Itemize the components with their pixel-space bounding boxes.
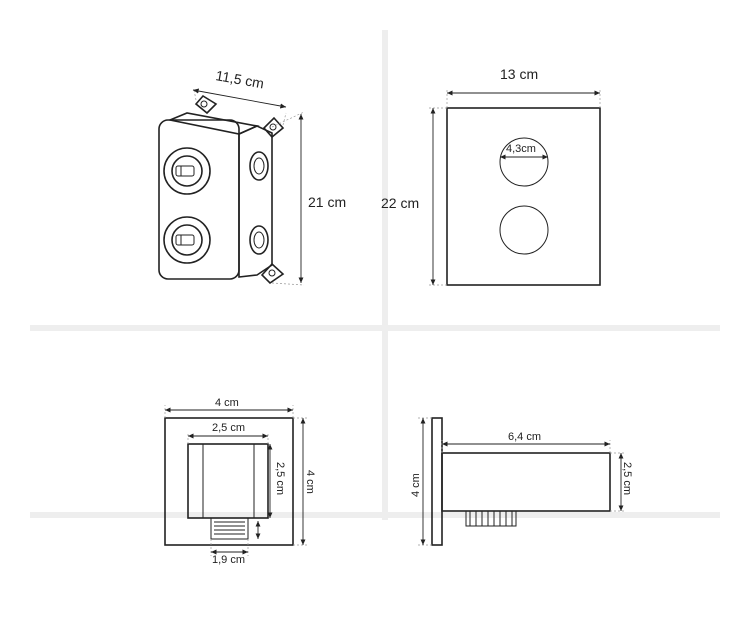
outlet-front-view [164,405,308,556]
thread-width-label: 1,9 cm [212,554,245,566]
outlet-plate-height-label: 4 cm [410,473,422,497]
valve-body-view [158,88,305,286]
background-guides [30,30,720,520]
outlet-inner-height-label: 2,5 cm [274,462,286,495]
plate-height-label: 22 cm [381,195,419,211]
hole-diameter-label: 4,3cm [506,143,536,155]
plate-width-label: 13 cm [500,66,538,82]
outlet-side-view [418,417,626,546]
cover-plate-view [428,88,601,286]
valve-height-label: 21 cm [308,194,346,210]
valve-width-label: 11,5 cm [214,67,265,91]
outlet-front-width-label: 4 cm [215,397,239,409]
outlet-depth-label: 2,5 cm [621,462,633,495]
outlet-front-height-label: 4 cm [304,470,316,494]
outlet-inner-width-label: 2,5 cm [212,422,245,434]
outlet-length-label: 6,4 cm [508,431,541,443]
